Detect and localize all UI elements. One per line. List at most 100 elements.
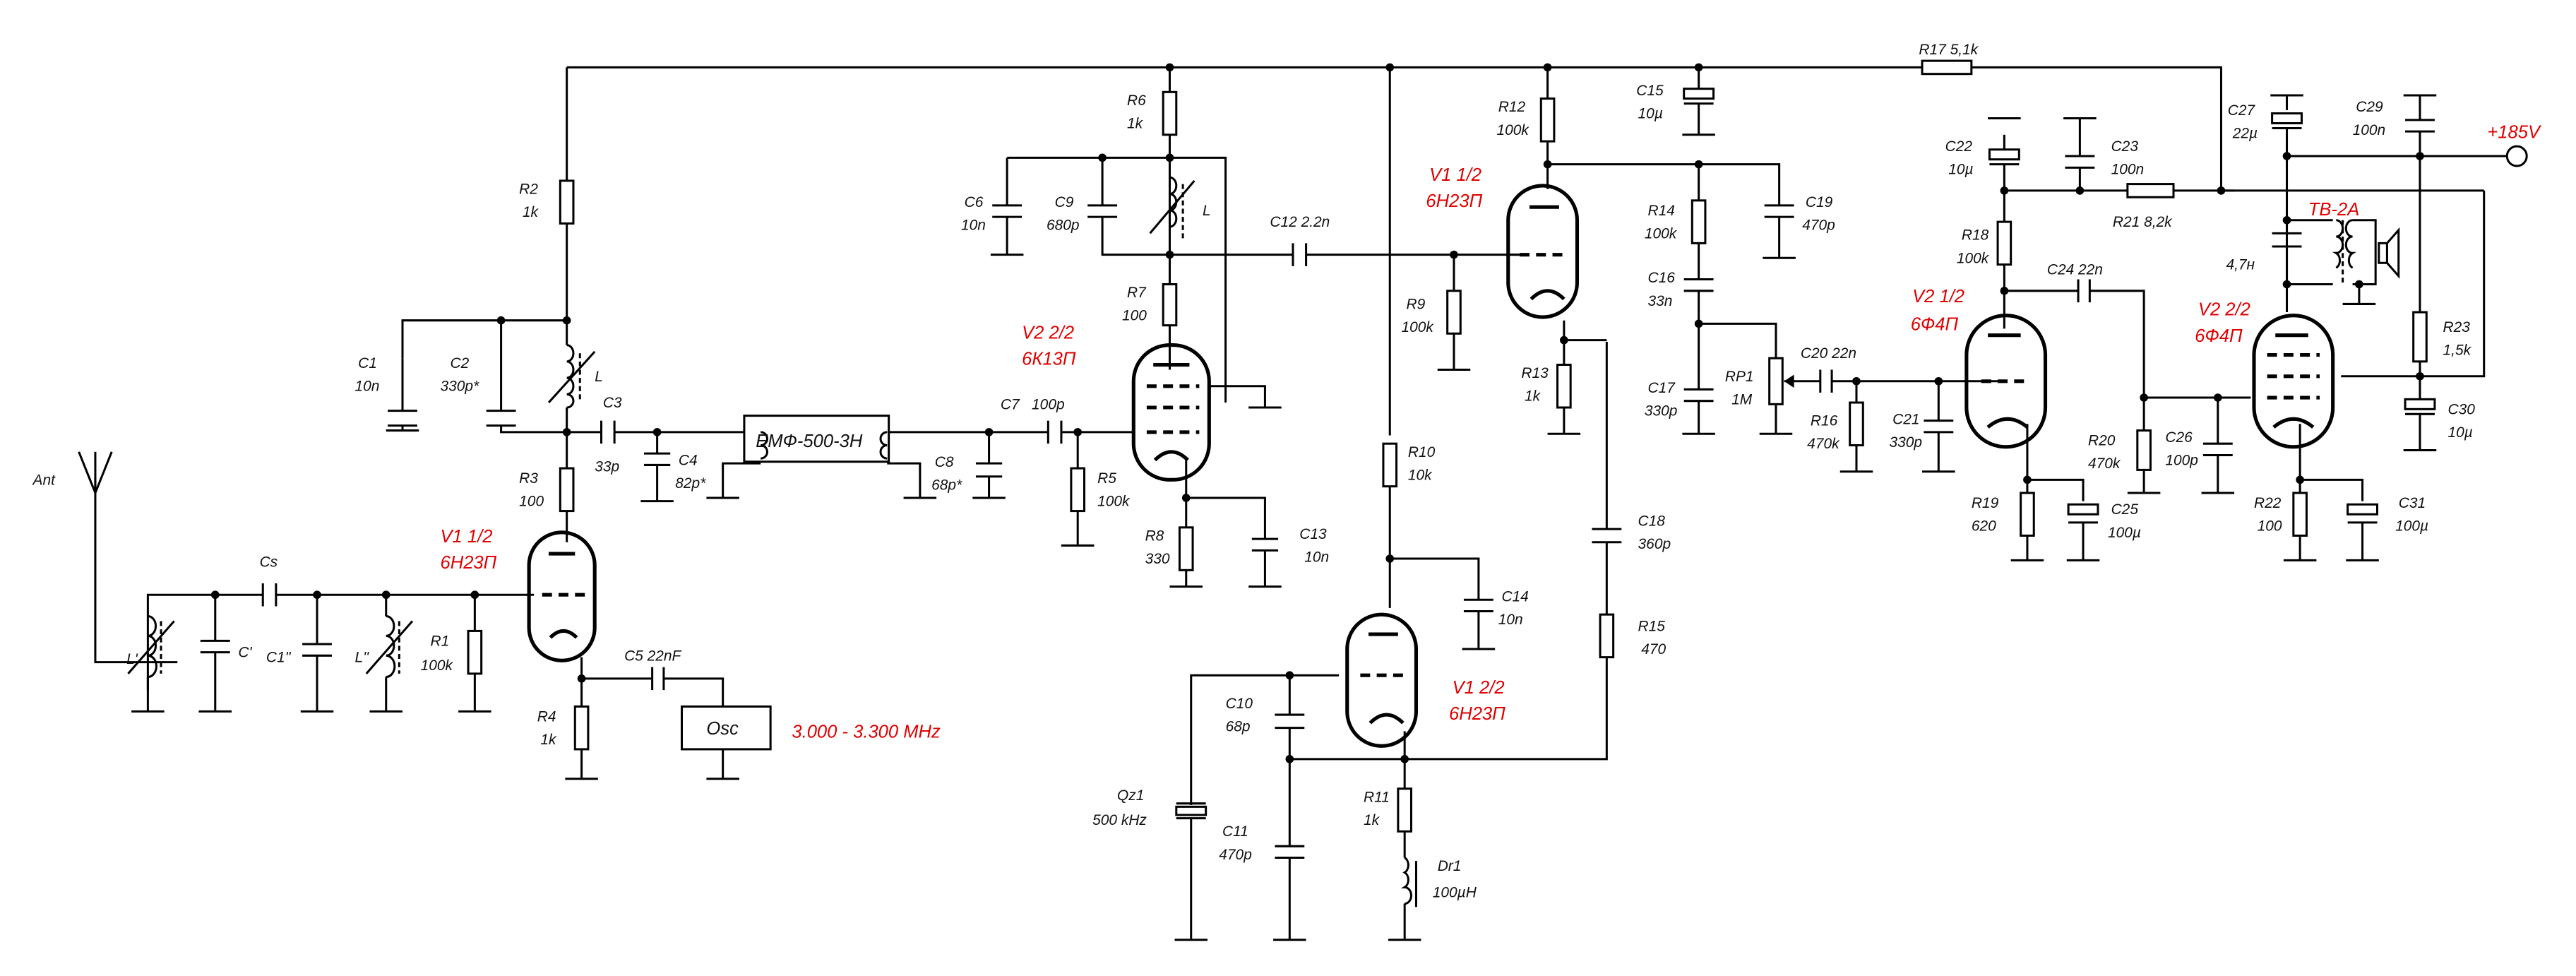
component-label: R22 xyxy=(2254,495,2282,511)
component-label: R16 xyxy=(1811,413,1838,429)
component-label: C3 xyxy=(603,395,622,411)
tubes xyxy=(527,184,2335,748)
component-label: 82p* xyxy=(675,475,706,492)
resistor-r22 xyxy=(2292,492,2308,537)
component-label: 1k xyxy=(1127,115,1144,131)
component-label: 10n xyxy=(961,218,986,234)
osc-label: Osc xyxy=(706,719,739,739)
component-label: 22µ xyxy=(2232,125,2258,141)
component-label: 100k xyxy=(1957,250,1990,266)
resistor-r7 xyxy=(1162,282,1178,327)
component-label: 100p xyxy=(2165,452,2198,468)
component-label: 100 xyxy=(1122,308,1147,324)
component-label: 330p xyxy=(1890,434,1923,451)
resistor-r17 xyxy=(1921,59,1973,76)
component-label: 100µ xyxy=(2395,518,2428,534)
component-label: C19 xyxy=(1806,194,1833,210)
component-label: 620 xyxy=(1972,518,1996,534)
component-label: R1 xyxy=(431,633,450,649)
component-label: C13 xyxy=(1299,526,1327,542)
resistor-r12 xyxy=(1539,97,1556,143)
osc-frequency: 3.000 - 3.300 MHz xyxy=(792,722,941,742)
component-label: 100k xyxy=(1496,122,1530,138)
component-label: C29 xyxy=(2356,99,2383,115)
resistor-r6 xyxy=(1162,90,1178,136)
resistor-r2 xyxy=(559,179,575,225)
component-label: 10n xyxy=(1304,549,1329,566)
transformer-label: ТВ-2А xyxy=(2308,200,2360,220)
component-label: 330p* xyxy=(441,379,480,395)
component-label: 330 xyxy=(1145,551,1170,567)
component-label: 10n xyxy=(1498,612,1523,628)
label-r17: R17 5,1k xyxy=(1919,42,1979,58)
component-label: 10µ xyxy=(1638,106,1663,122)
junctions xyxy=(210,63,2424,763)
resistor-r8 xyxy=(1178,526,1194,571)
resistor-r3 xyxy=(559,467,575,513)
component-label: 100k xyxy=(1097,494,1131,510)
component-label: C21 xyxy=(1892,411,1919,427)
component-label: C22 xyxy=(1945,138,1973,155)
component-label: 500 kHz xyxy=(1092,812,1147,828)
component-label: 1k xyxy=(523,204,539,220)
component-label: Qz1 xyxy=(1117,787,1144,804)
component-label: 10n xyxy=(355,379,380,395)
component-label: 100n xyxy=(2353,122,2386,138)
label-ant: Ant xyxy=(32,472,56,488)
resistor-r10 xyxy=(1382,442,1398,488)
resistor-r14 xyxy=(1690,199,1707,244)
component-label: C7 xyxy=(1001,396,1020,412)
component-label: 470 xyxy=(1641,641,1666,657)
component-label: C10 xyxy=(1226,696,1253,712)
component-label: 68p xyxy=(1226,718,1251,734)
resistor-r23 xyxy=(2412,311,2428,363)
component-label: R21 8,2k xyxy=(2113,214,2173,230)
component-label: R10 xyxy=(1408,444,1436,460)
component-label: R7 xyxy=(1127,285,1147,301)
resistor-r20 xyxy=(2136,429,2152,471)
component-label: R4 xyxy=(537,708,556,725)
component-label: Cs xyxy=(260,554,278,571)
component-label: C14 xyxy=(1501,589,1528,605)
component-label: R6 xyxy=(1127,93,1146,109)
component-label: 100p xyxy=(1032,396,1065,412)
component-label: R14 xyxy=(1648,203,1675,219)
resistor-r9 xyxy=(1446,290,1462,335)
component-label: R8 xyxy=(1145,528,1164,544)
component-label: 33p xyxy=(595,459,619,475)
component-label: C2 xyxy=(450,355,469,371)
component-label: R3 xyxy=(519,470,538,487)
component-label: 33n xyxy=(1648,293,1673,309)
component-label: C30 xyxy=(2448,401,2476,417)
component-label: 100µ xyxy=(2108,525,2141,541)
component-label: 10k xyxy=(1408,467,1433,483)
component-label: R18 xyxy=(1962,227,1989,244)
tube-label-v2-2: V2 2/2 xyxy=(1022,323,1074,343)
component-label: R5 xyxy=(1097,470,1116,487)
component-label: C24 22n xyxy=(2047,262,2103,278)
resistor-r13 xyxy=(1556,363,1572,409)
component-label: C17 xyxy=(1648,380,1676,396)
component-label: C4 xyxy=(679,452,698,468)
resistor-r5 xyxy=(1070,467,1086,513)
component-label: C15 xyxy=(1636,83,1664,99)
component-label: C9 xyxy=(1055,194,1074,210)
component-label: C23 xyxy=(2111,138,2139,155)
component-label: C31 xyxy=(2399,495,2426,511)
component-label: 6Н23П xyxy=(1426,191,1482,211)
resistor-r18 xyxy=(1996,220,2012,266)
component-label: 100 xyxy=(519,494,544,510)
component-label: 680p xyxy=(1046,218,1080,234)
component-label: L xyxy=(1203,203,1211,219)
component-label: R2 xyxy=(519,181,538,198)
component-label: C' xyxy=(238,645,252,661)
component-label: R19 xyxy=(1972,495,1999,511)
resistor-r16 xyxy=(1849,401,1864,447)
component-label: 68p* xyxy=(931,477,962,493)
component-label: RP1 xyxy=(1725,369,1754,385)
component-label: 1k xyxy=(1364,812,1381,828)
component-label: 6Ф4П xyxy=(1911,315,1959,335)
tube-label-v1-1: V1 1/2 xyxy=(441,527,493,547)
osc-box xyxy=(680,705,772,751)
